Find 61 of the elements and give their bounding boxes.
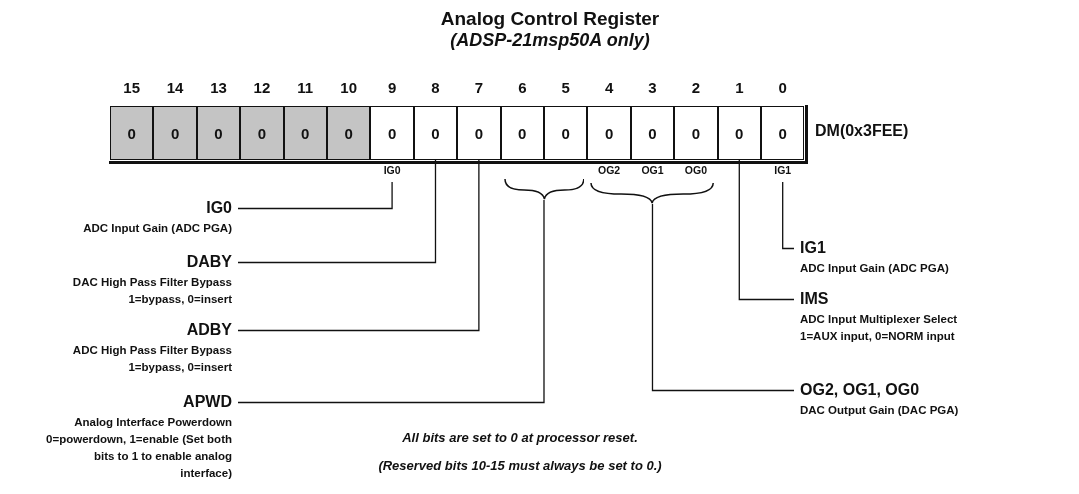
bit-number: 6 — [517, 79, 528, 96]
curly-brace — [590, 182, 715, 204]
reserved-bit-cell: 0 — [153, 106, 197, 160]
bit-cell: 0 — [674, 106, 718, 160]
bit-number: 4 — [603, 79, 615, 96]
bit-cell: 0 — [544, 106, 588, 160]
curly-brace — [503, 178, 585, 200]
bit-number: 5 — [560, 79, 571, 96]
bit-cell: 0 — [630, 106, 675, 160]
reserved-bit-cell: 0 — [110, 106, 154, 160]
bit-cell: 0 — [413, 106, 458, 160]
field-name: IG0 — [382, 164, 402, 176]
bit-cell: 0 — [500, 106, 544, 160]
bit-number: 9 — [386, 79, 398, 96]
bit-number: 13 — [209, 79, 228, 96]
bit-number: 14 — [165, 79, 185, 96]
bit-cell: 0 — [717, 106, 761, 160]
field-name: IG1 — [773, 164, 793, 176]
field-description: ADC Input Gain (ADC PGA) — [83, 221, 232, 236]
field-name: DABY — [186, 252, 232, 271]
bit-number: 0 — [777, 79, 788, 96]
field-description: DAC High Pass Filter Bypass 1=bypass, 0=insert — [71, 275, 232, 307]
field-name: OG2 — [597, 164, 622, 176]
reserved-bit-cell: 0 — [240, 106, 284, 160]
field-name: IG0 — [206, 198, 232, 217]
field-description: Analog Interface Powerdown 0=powerdown, 1=enable (Set both bits to 1 to enable analog interface) — [45, 415, 232, 481]
field-description: ADC Input Gain (ADC PGA) — [800, 261, 949, 276]
reserved-bit-cell: 0 — [327, 106, 371, 160]
bit-number: 15 — [122, 79, 142, 96]
bit-number: 3 — [647, 79, 658, 96]
leader-line — [651, 203, 795, 392]
bit-cell: 0 — [587, 106, 631, 160]
leader-line — [237, 199, 545, 404]
bit-cell: 0 — [761, 106, 805, 160]
reserved-bit-cell: 0 — [196, 106, 241, 160]
field-description: ADC High Pass Filter Bypass 1=bypass, 0=insert — [71, 343, 232, 375]
note: All bits are set to 0 at processor reset. — [401, 430, 639, 445]
field-name: OG2, OG1, OG0 — [800, 380, 920, 399]
bit-number: 7 — [473, 79, 485, 96]
field-name: OG1 — [640, 164, 665, 176]
bit-cell: 0 — [457, 106, 501, 160]
diagram-title: Analog Control Register — [439, 8, 661, 30]
reserved-bit-cell: 0 — [283, 106, 327, 160]
bit-number: 12 — [252, 79, 272, 96]
bit-cell: 0 — [370, 106, 414, 160]
bit-number: 8 — [430, 79, 441, 96]
leader-line — [237, 181, 393, 210]
field-name: APWD — [183, 392, 232, 411]
field-name: ADBY — [186, 320, 232, 339]
bit-number: 10 — [339, 79, 359, 96]
field-name: IG1 — [800, 238, 826, 257]
note: (Reserved bits 10-15 must always be set to 0.) — [377, 458, 663, 473]
field-name: IMS — [800, 289, 829, 308]
field-description: DAC Output Gain (DAC PGA) — [800, 403, 959, 418]
diagram-subtitle: (ADSP-21msp50A only) — [449, 30, 651, 51]
leader-line — [782, 181, 795, 250]
field-name: OG0 — [683, 164, 708, 176]
bit-number: 2 — [690, 79, 702, 96]
bit-number: 11 — [296, 79, 315, 96]
bit-number: 1 — [734, 79, 745, 96]
field-description: ADC Input Multiplexer Select 1=AUX input, 0=NORM input — [800, 312, 959, 344]
